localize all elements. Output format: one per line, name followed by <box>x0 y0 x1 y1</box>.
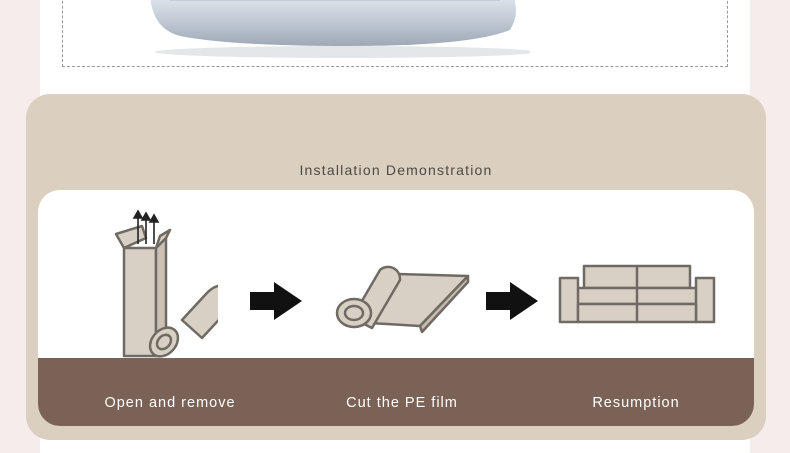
step-label-resumption: Resumption <box>592 395 680 411</box>
steps-footer-band <box>38 358 754 426</box>
product-image-panel <box>40 0 750 90</box>
steps-panel: Open and remove Cut the PE film Resumpti… <box>38 190 754 426</box>
box-and-roll-icon <box>114 209 218 358</box>
rolled-sofa-icon <box>150 0 530 58</box>
sofa-icon <box>558 264 716 324</box>
unrolling-film-icon <box>335 265 470 334</box>
dashed-frame <box>62 0 728 67</box>
right-arrow-icon <box>250 282 302 320</box>
right-arrow-icon <box>486 282 538 320</box>
installation-card: Installation Demonstration <box>26 94 766 440</box>
installation-title: Installation Demonstration <box>299 162 493 178</box>
step-label-open-and-remove: Open and remove <box>104 395 236 411</box>
step-label-cut-pe-film: Cut the PE film <box>346 395 458 411</box>
